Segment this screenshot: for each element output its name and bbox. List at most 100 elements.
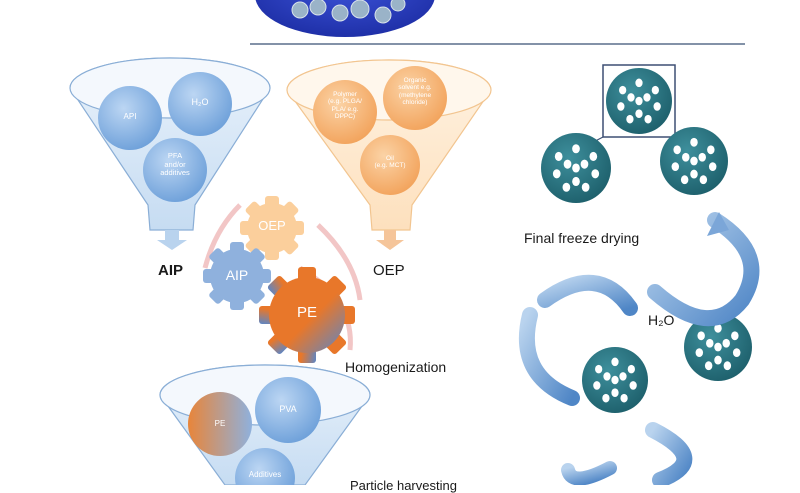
solvent-bubble xyxy=(383,66,447,130)
particle-pore xyxy=(731,331,739,341)
particle-pore xyxy=(671,162,680,172)
particle-pore xyxy=(619,372,627,381)
aip-gear-label: AIP xyxy=(225,267,249,283)
particle-pore xyxy=(704,361,713,371)
particle-pore xyxy=(714,342,722,352)
particle-pore xyxy=(697,331,705,341)
particle-pore xyxy=(611,357,619,367)
freeze-drying-arrow xyxy=(647,212,760,327)
particle-water-left xyxy=(582,347,648,413)
water-arrow-bottom-left xyxy=(561,461,617,486)
particle-pore xyxy=(619,85,627,95)
particle-pore xyxy=(682,152,690,162)
nanoparticle-sphere-top xyxy=(255,0,435,37)
water-arrow-left xyxy=(518,307,580,406)
organic-funnel xyxy=(286,59,492,231)
water-bubble xyxy=(168,72,232,136)
particle-pore xyxy=(651,85,659,95)
particles xyxy=(541,68,752,413)
particle-pore xyxy=(554,151,563,161)
particle-pore xyxy=(581,182,590,192)
pfa-bubble-label: PFA and/or additives xyxy=(160,151,190,178)
freeze-drying-label: Final freeze drying xyxy=(524,230,640,246)
pe-bubble xyxy=(188,392,252,456)
curve-arrow-left xyxy=(202,203,242,269)
particle-pore xyxy=(635,109,643,118)
aip-output-label: AIP xyxy=(158,262,184,279)
particle-pore xyxy=(563,159,572,169)
particle-pore xyxy=(572,176,580,187)
particle-pore xyxy=(611,375,619,385)
water-arrow-top xyxy=(537,274,638,316)
particle-pore xyxy=(673,145,681,155)
particle-pore xyxy=(611,388,619,397)
oep-gear xyxy=(240,196,304,260)
aqueous-funnel xyxy=(69,57,271,231)
homogenization-label: Homogenization xyxy=(345,359,447,375)
particle-pore xyxy=(620,393,628,403)
bottom-funnel xyxy=(159,364,371,493)
particle-pore xyxy=(591,169,600,179)
oil-bubble-label: Oil (e.g. MCT) xyxy=(374,155,406,170)
particle-pore xyxy=(714,323,722,333)
particle-pore xyxy=(595,364,603,374)
particle-pore xyxy=(699,175,708,185)
particle-water-right xyxy=(684,313,752,381)
particle-pore xyxy=(707,145,715,155)
particle-pore xyxy=(653,102,661,111)
particle-pore xyxy=(722,338,730,348)
pva-bubble xyxy=(255,377,321,443)
water-label: H₂O xyxy=(648,312,675,328)
solvent-bubble-label: Organic solvent e.g. (methylene chloride… xyxy=(398,77,432,107)
particle-pore xyxy=(635,96,643,106)
particle-pore xyxy=(732,348,741,358)
particle-pore xyxy=(572,163,580,173)
api-bubble-label: API xyxy=(123,112,137,121)
particle-zoomed xyxy=(606,68,672,134)
particle-harvesting-label: Particle harvesting xyxy=(350,478,457,493)
particle-pore xyxy=(562,182,571,192)
particle-pore xyxy=(680,175,689,185)
particle-pore xyxy=(552,169,561,179)
aqueous-down-arrow xyxy=(157,230,187,250)
polymer-bubble xyxy=(313,80,377,144)
aip-gear xyxy=(203,242,271,310)
pe-bubble-label: PE xyxy=(214,419,226,428)
pfa-bubble xyxy=(143,138,207,202)
particle-pore xyxy=(644,114,652,124)
freeze-drying-arrowhead xyxy=(707,212,729,236)
particle-pore xyxy=(690,169,698,179)
particle-right xyxy=(660,127,728,195)
particle-pore xyxy=(627,93,635,102)
organic-down-arrow xyxy=(376,230,404,250)
particle-pore xyxy=(690,137,698,147)
particle-pore xyxy=(627,364,635,374)
pe-gear xyxy=(259,267,355,363)
particle-pore xyxy=(643,93,651,102)
particle-pore xyxy=(708,162,717,172)
particle-pore xyxy=(698,152,706,162)
additives-bubble-label: Additives xyxy=(248,470,282,479)
particle-pore xyxy=(593,381,601,390)
particle-pore xyxy=(629,381,637,390)
oep-output-label: OEP xyxy=(373,262,405,279)
curve-arrow-right xyxy=(316,223,363,301)
particle-pore xyxy=(723,361,732,371)
particle-pore xyxy=(706,338,714,348)
water-bubble-label: H₂O xyxy=(191,97,209,107)
particle-pore xyxy=(617,102,625,111)
particle-pore xyxy=(714,355,722,365)
particle-pore xyxy=(580,159,589,169)
water-arrow-bottom-right xyxy=(645,422,693,488)
particle-pore xyxy=(695,348,704,358)
zoom-frame xyxy=(602,64,676,138)
particle-pore xyxy=(589,151,598,161)
additives-bubble xyxy=(235,448,295,493)
particle-pore xyxy=(626,114,634,124)
pva-bubble-label: PVA xyxy=(279,404,297,414)
particle-pore xyxy=(603,372,611,381)
api-bubble xyxy=(98,86,162,150)
particle-pore xyxy=(635,78,643,88)
